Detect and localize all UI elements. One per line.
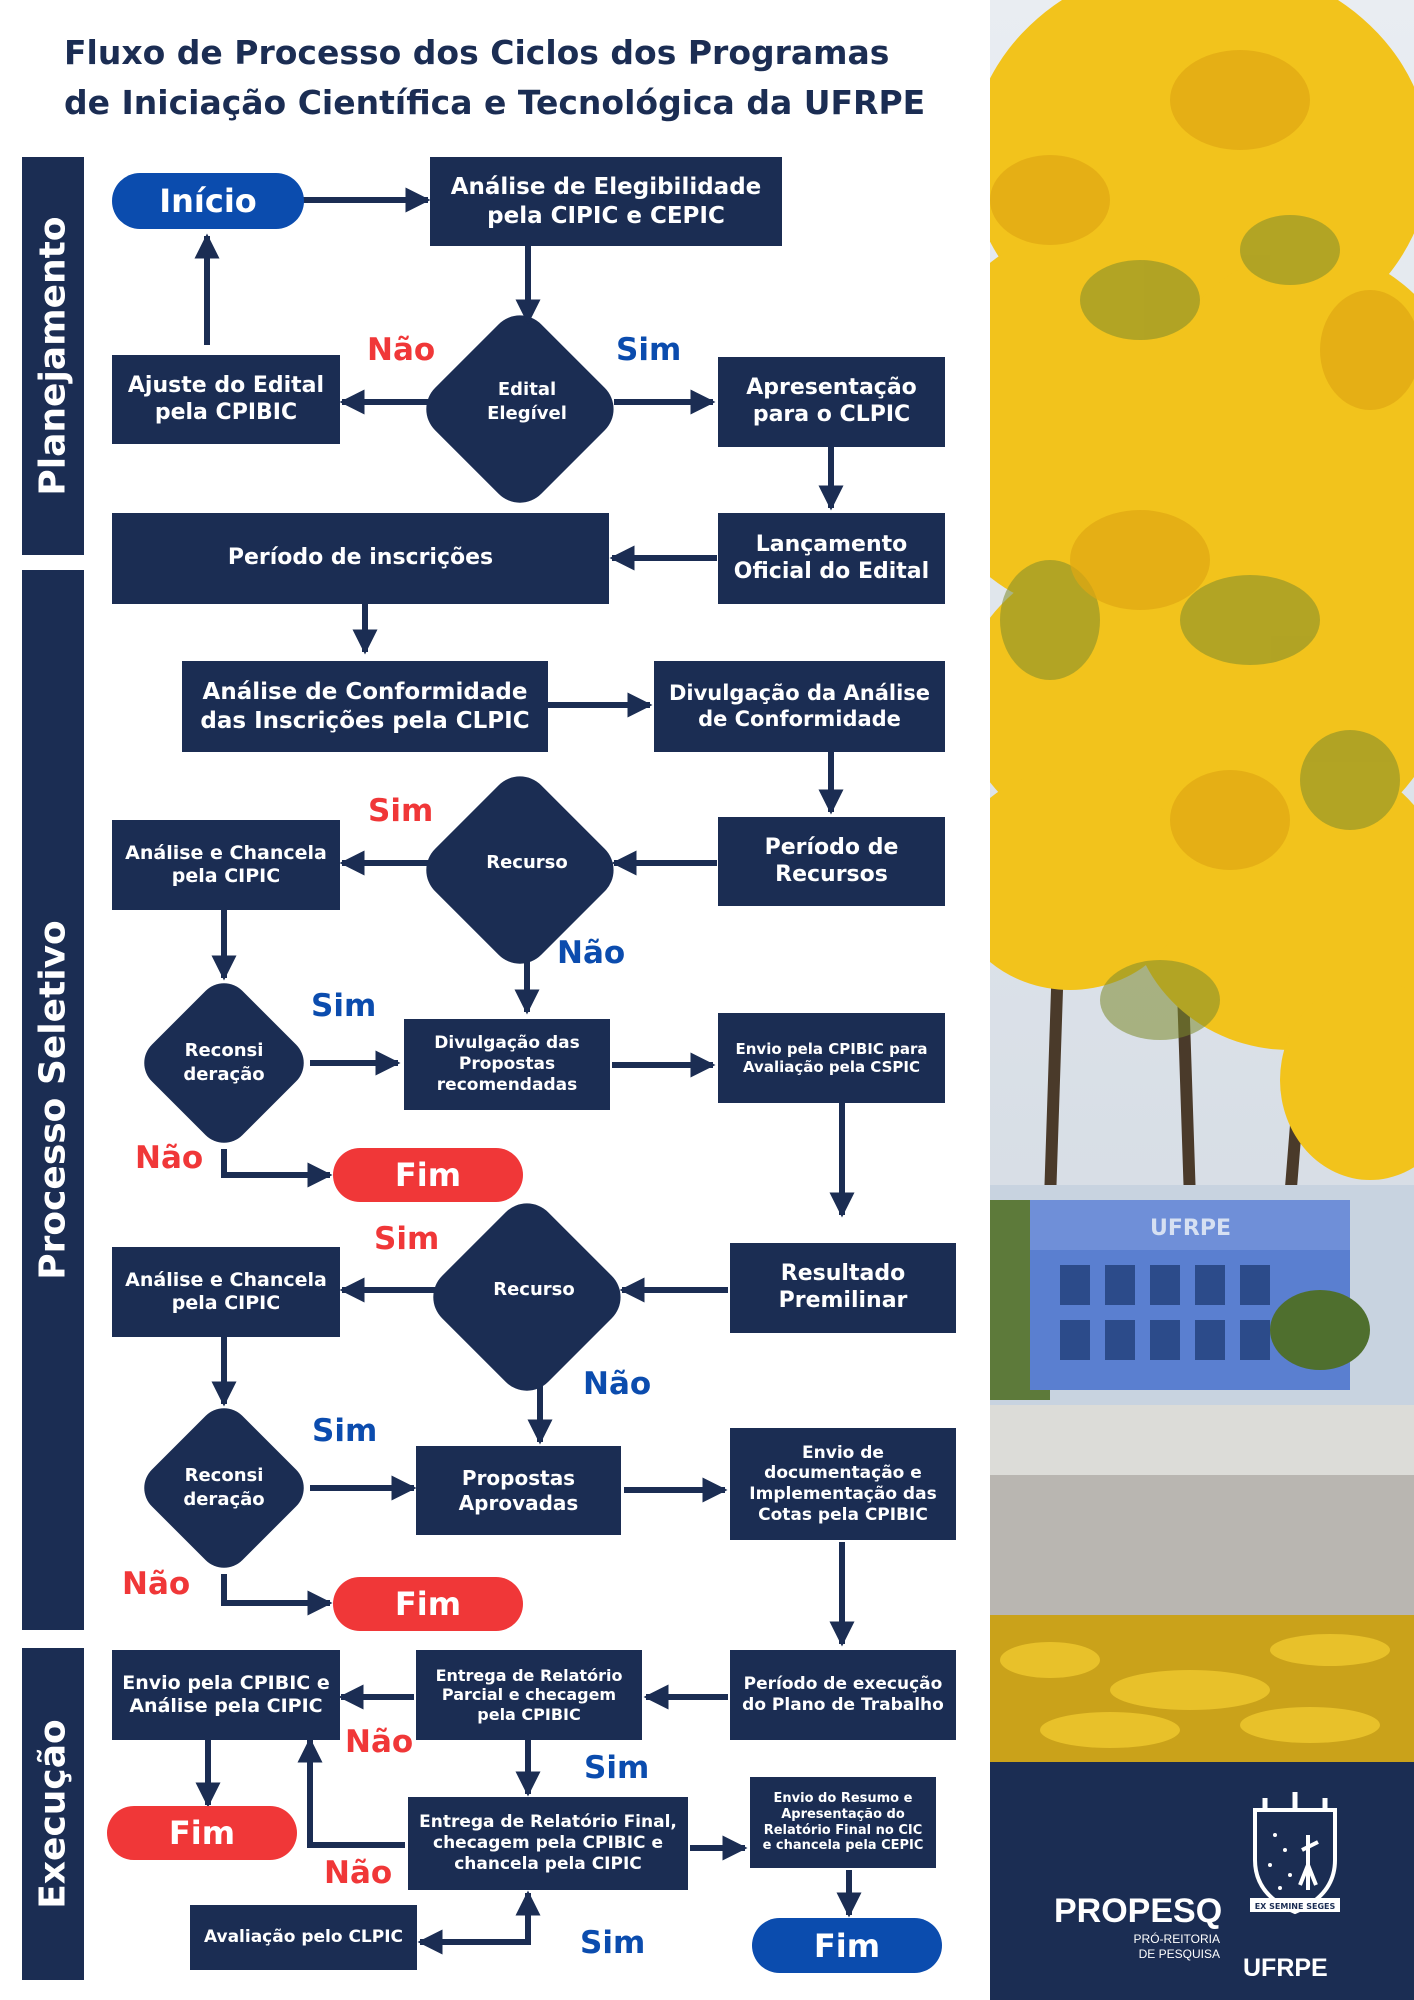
- box-analise-conformidade: Análise de Conformidade das Inscrições p…: [182, 661, 548, 752]
- box-analise-chancela-2: Análise e Chancela pela CIPIC: [112, 1247, 340, 1337]
- arrow-reconsideracao2-to-fim2: [221, 1574, 333, 1616]
- diamond-recurso-1: [426, 776, 614, 964]
- diamond-edital-elegivel: [426, 315, 614, 503]
- label-nao-parcial: Não: [345, 1724, 414, 1760]
- building-sign: UFRPE: [1150, 1216, 1231, 1241]
- box-periodo-inscricoes: Período de inscrições: [112, 513, 609, 604]
- title-line-2: de Iniciação Científica e Tecnológica da…: [64, 83, 926, 122]
- box-apresentacao-clpic: Apresentação para o CLPIC: [718, 357, 945, 447]
- diamond-reconsideracao-2: [144, 1408, 304, 1568]
- label-nao-edital: Não: [367, 332, 436, 368]
- box-periodo-execucao: Período de execução do Plano de Trabalho: [730, 1650, 956, 1740]
- decision-recurso-2: Recurso: [493, 1278, 575, 1300]
- label-nao-recurso-2: Não: [583, 1366, 652, 1402]
- campus-photo: UFRPE: [990, 0, 1414, 1762]
- box-envio-analise-cipic: Envio pela CPIBIC e Análise pela CIPIC: [112, 1650, 340, 1740]
- decision-edital-elegivel: Edital Elegível: [487, 378, 567, 424]
- label-sim-recurso-1: Sim: [368, 793, 434, 829]
- box-avaliacao-clpic: Avaliação pelo CLPIC: [190, 1905, 417, 1970]
- decision-reconsideracao-2: Reconsi deração: [183, 1464, 265, 1510]
- diagram-title: Fluxo de Processo dos Ciclos dos Program…: [64, 28, 984, 128]
- box-envio-resumo: Envio do Resumo e Apresentação do Relató…: [750, 1777, 936, 1868]
- label-nao-reconsideracao-1: Não: [135, 1140, 204, 1176]
- arrow-reconsideracao1-to-fim1: [221, 1149, 333, 1188]
- box-ajuste-edital: Ajuste do Edital pela CPIBIC: [112, 355, 340, 444]
- box-relatorio-parcial: Entrega de Relatório Parcial e checagem …: [416, 1650, 642, 1740]
- seal-motto: EX SEMINE SEGES: [1255, 1902, 1336, 1911]
- ufrpe-seal: EX SEMINE SEGES: [1250, 1792, 1340, 1915]
- diamond-reconsideracao-1: [144, 983, 304, 1143]
- ufrpe-wordmark: UFRPE: [1243, 1954, 1328, 1982]
- seal-stars: [1268, 1833, 1292, 1890]
- end-node-fim-2: Fim: [333, 1577, 523, 1631]
- label-nao-reconsideracao-2: Não: [122, 1566, 191, 1602]
- end-node-fim-3: Fim: [107, 1806, 297, 1860]
- phase-band-execucao: Execução: [22, 1648, 84, 1980]
- start-node-inicio: Início: [112, 173, 304, 229]
- box-divulgacao-conformidade: Divulgação da Análise de Conformidade: [654, 661, 945, 752]
- phase-band-planejamento: Planejamento: [22, 157, 84, 555]
- diamond-recurso-2: [433, 1203, 621, 1391]
- box-propostas-aprovadas: Propostas Aprovadas: [416, 1446, 621, 1535]
- box-resultado-preliminar: Resultado Premilinar: [730, 1243, 956, 1333]
- box-analise-elegibilidade: Análise de Elegibilidade pela CIPIC e CE…: [430, 157, 782, 246]
- label-sim-edital: Sim: [616, 332, 682, 368]
- box-periodo-recursos: Período de Recursos: [718, 817, 945, 906]
- decision-diamonds: [144, 315, 621, 1568]
- phase-band-processo-seletivo: Processo Seletivo: [22, 570, 84, 1630]
- label-nao-recurso-1: Não: [557, 935, 626, 971]
- seal-torches: [1262, 1792, 1328, 1810]
- label-sim-reconsideracao-1: Sim: [311, 988, 377, 1024]
- propesq-subtitle-line-2: DE PESQUISA: [1138, 1947, 1220, 1961]
- box-envio-documentacao: Envio de documentação e Implementação da…: [730, 1428, 956, 1540]
- seal-sower: [1298, 1835, 1319, 1890]
- branding-panel: EX SEMINE SEGES PROPESQ PRÓ-REITORIA DE …: [990, 1762, 1414, 2000]
- label-sim-reconsideracao-2: Sim: [312, 1413, 378, 1449]
- box-divulgacao-propostas: Divulgação das Propostas recomendadas: [404, 1019, 610, 1110]
- seal-shield: [1253, 1808, 1337, 1915]
- box-envio-cspic: Envio pela CPIBIC para Avaliação pela CS…: [718, 1013, 945, 1103]
- propesq-subtitle-line-1: PRÓ-REITORIA: [1133, 1932, 1220, 1946]
- propesq-subtitle: PRÓ-REITORIA DE PESQUISA: [1120, 1932, 1220, 1962]
- box-lancamento-edital: Lançamento Oficial do Edital: [718, 513, 945, 604]
- decision-recurso-1: Recurso: [486, 851, 568, 873]
- label-sim-final: Sim: [580, 1925, 646, 1961]
- arrow-final-to-avaliacao: [417, 1929, 531, 1955]
- arrow-final-to-envio-cipic: [297, 1737, 405, 1848]
- box-relatorio-final: Entrega de Relatório Final, checagem pel…: [408, 1797, 688, 1890]
- label-nao-final: Não: [324, 1855, 393, 1891]
- label-sim-recurso-2: Sim: [374, 1221, 440, 1257]
- propesq-wordmark: PROPESQ: [1054, 1892, 1223, 1930]
- campus-photo-illustration: UFRPE: [990, 0, 1414, 1762]
- seal-ribbon: [1250, 1898, 1340, 1912]
- decision-reconsideracao-1: Reconsi deração: [183, 1039, 265, 1085]
- title-line-1: Fluxo de Processo dos Ciclos dos Program…: [64, 33, 890, 72]
- end-node-fim-4: Fim: [752, 1918, 942, 1973]
- end-node-fim-1: Fim: [333, 1148, 523, 1202]
- flow-connectors: [144, 187, 862, 1955]
- label-sim-parcial: Sim: [584, 1750, 650, 1786]
- box-analise-chancela-1: Análise e Chancela pela CIPIC: [112, 820, 340, 910]
